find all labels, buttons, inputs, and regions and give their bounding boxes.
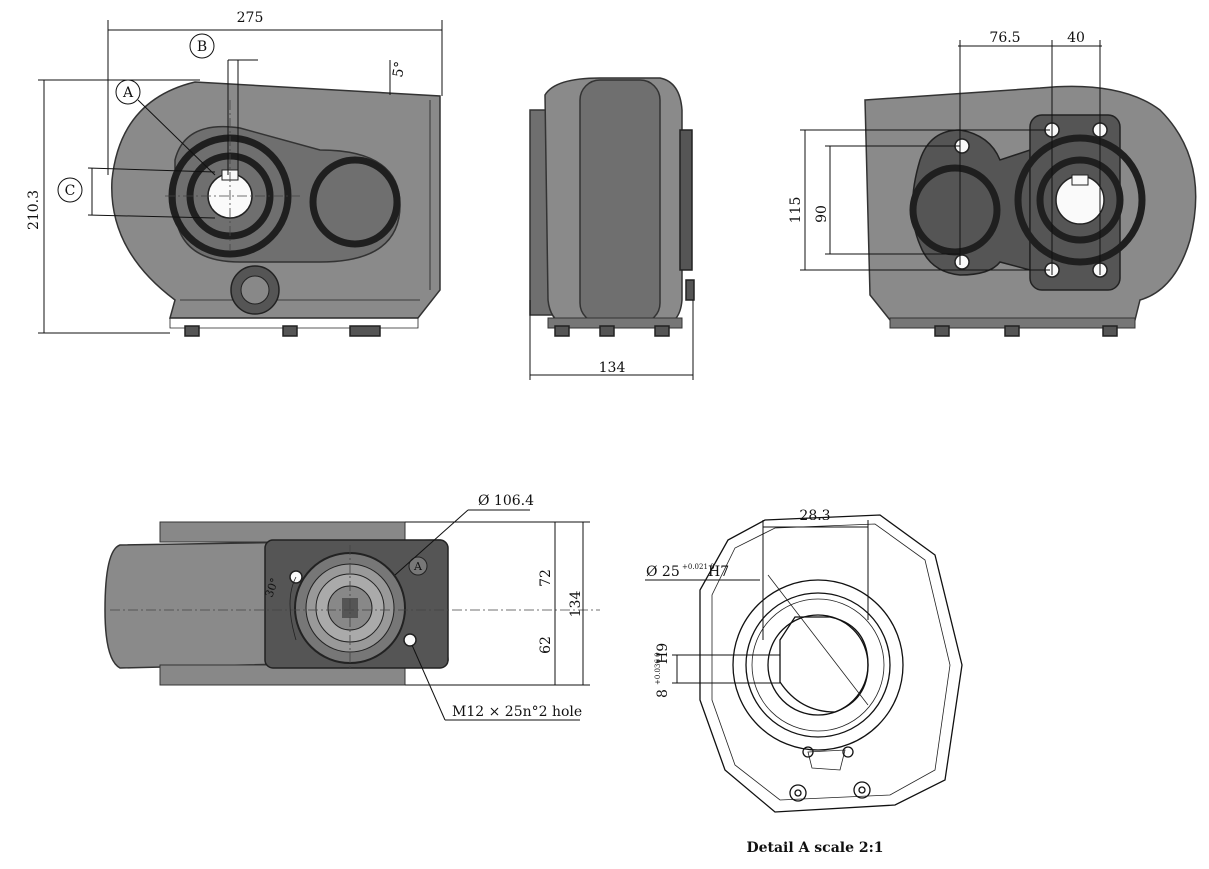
rear-height-inner: 90 [814, 205, 830, 223]
rear-view: 76.5 40 115 90 [788, 30, 1197, 337]
rear-height-outer: 115 [788, 197, 804, 224]
detail-a: 28.3 Ø 25 +0.021 0 H7 8 +0.036 0 H9 Deta… [645, 508, 963, 856]
bottom-callout-a: A [413, 560, 423, 573]
bottom-hole-note: M12 × 25n°2 hole [452, 704, 582, 720]
rear-spacing-2: 40 [1067, 30, 1085, 46]
rear-spacing-1: 76.5 [989, 30, 1020, 46]
detail-width: 28.3 [799, 508, 830, 524]
detail-key-tol: +0.036 0 [654, 652, 662, 685]
front-height-dim: 210.3 [26, 190, 42, 230]
detail-key-fit: H9 [655, 643, 671, 664]
front-view: 275 210.3 5° B A C [26, 10, 443, 337]
front-width-dim: 275 [237, 10, 264, 26]
detail-caption: Detail A scale 2:1 [746, 840, 883, 856]
detail-bore-fit: H7 [708, 564, 729, 580]
bottom-angle: 30° [263, 576, 282, 599]
side-width-dim: 134 [599, 360, 626, 376]
front-angle-dim: 5° [390, 60, 409, 78]
detail-bore-tol: +0.021 0 [682, 563, 715, 571]
callout-c: C [65, 183, 76, 199]
bottom-view: A 30° Ø 106.4 72 62 134 M12 × 25n°2 hole [104, 493, 600, 721]
bottom-lower: 62 [538, 636, 554, 654]
bottom-diameter: Ø 106.4 [478, 493, 534, 509]
side-view: 134 [529, 77, 695, 380]
bottom-upper: 72 [538, 569, 554, 587]
detail-bore: Ø 25 [646, 564, 680, 580]
detail-key: 8 [655, 689, 671, 698]
callout-b: B [197, 39, 207, 55]
callout-a: A [122, 85, 134, 101]
bottom-total: 134 [568, 591, 584, 618]
